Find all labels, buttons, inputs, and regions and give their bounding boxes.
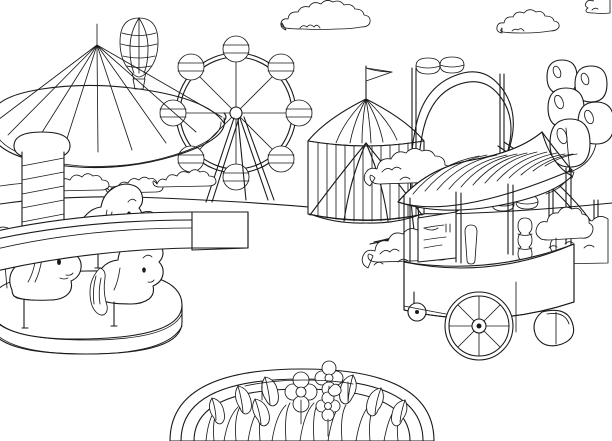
cart-wheel-rear xyxy=(533,309,575,347)
flower-bed xyxy=(169,360,435,441)
ferris-gondola-lower-right xyxy=(267,145,295,173)
hot-air-balloon xyxy=(119,17,159,90)
flower-bed-flower-center xyxy=(284,371,318,425)
ferris-gondola-right xyxy=(285,99,313,127)
cloud-far-right xyxy=(584,0,611,14)
cart-wheel-front xyxy=(444,291,514,361)
cloud-right-top xyxy=(496,9,560,34)
cart-cup xyxy=(464,224,478,265)
carousel-horse-right xyxy=(89,235,164,327)
ferris-gondola-top xyxy=(222,35,250,63)
cloud-left-top xyxy=(280,0,371,31)
ferris-gondola-upper-left xyxy=(177,53,205,81)
balloon-cluster xyxy=(545,59,612,195)
path-wall xyxy=(0,211,249,271)
cart-awning xyxy=(397,131,578,211)
ferris-wheel xyxy=(159,35,313,203)
tent-flag xyxy=(365,65,393,100)
circus-tent xyxy=(307,65,425,224)
cart-menu-board xyxy=(417,211,457,263)
ferris-gondola-upper-right xyxy=(267,53,295,81)
ferris-gondola-bottom xyxy=(222,163,250,191)
food-cart xyxy=(397,131,594,361)
flower-bed-flower-bud xyxy=(327,383,342,397)
carousel-canopy xyxy=(0,23,227,169)
coaster-car-top xyxy=(415,56,465,75)
